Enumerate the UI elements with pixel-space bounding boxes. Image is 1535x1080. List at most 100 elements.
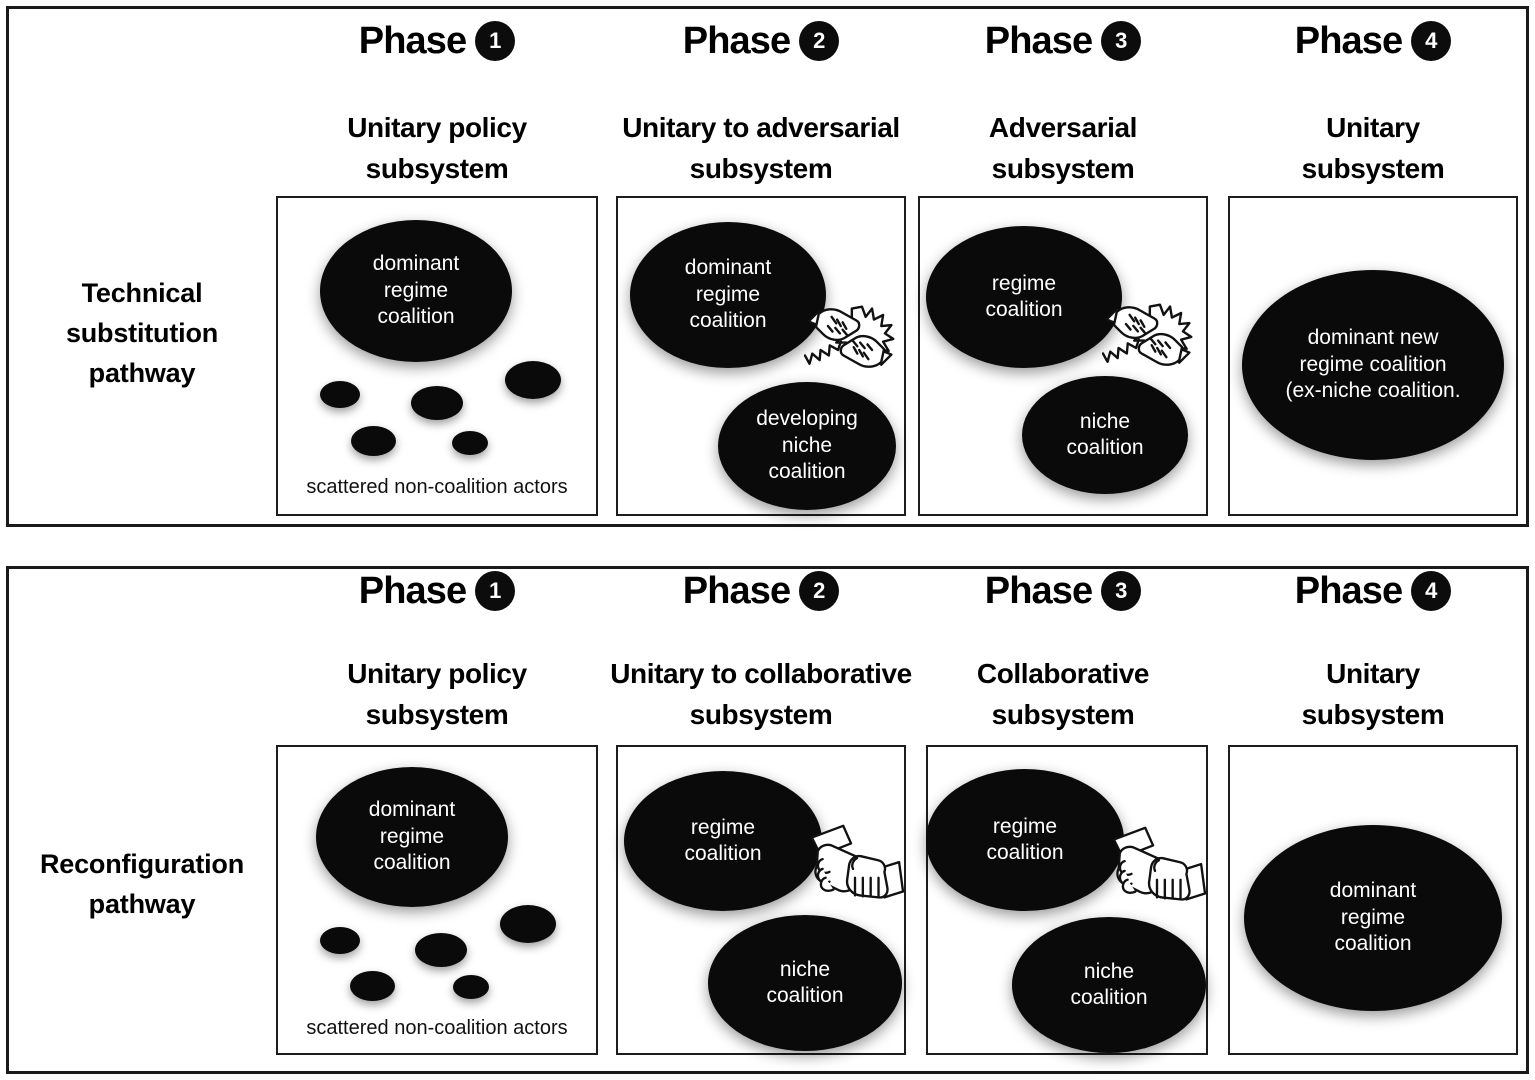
scatter-actor-dot xyxy=(350,971,395,1001)
scatter-actor-dot xyxy=(453,975,489,999)
phase-number-badge: 3 xyxy=(1101,571,1142,611)
phase-header-r0-p4: Phase 4 xyxy=(1228,12,1518,70)
phase-number-badge: 2 xyxy=(799,21,840,61)
phase-number-badge: 2 xyxy=(799,571,840,611)
dominant-regime-coalition-blob: dominant regime coalition xyxy=(1244,825,1502,1011)
subsystem-title-line: subsystem xyxy=(991,152,1135,184)
scatter-actor-dot xyxy=(500,905,556,943)
blob-line: regime xyxy=(1340,905,1406,929)
blob-line: regime xyxy=(383,278,449,302)
blob-line: regime xyxy=(991,271,1057,295)
scatter-actor-dot xyxy=(452,431,488,455)
phase-number-badge: 1 xyxy=(475,571,516,611)
phase-header-r1-p4: Phase 4 xyxy=(1228,562,1518,620)
panel-r0-p3: regime coalition niche coalition xyxy=(918,196,1208,516)
phase-header-r0-p3: Phase 3 xyxy=(918,12,1208,70)
subsystem-title-r0-p3: Adversarial subsystem xyxy=(918,108,1208,189)
phase-column-r1-p4: Phase 4 Unitary subsystem xyxy=(1228,562,1518,742)
blob-line: coalition xyxy=(985,298,1063,321)
panel-r0-p2: dominant regime coalition developing nic… xyxy=(616,196,906,516)
phase-header-r1-p3: Phase 3 xyxy=(918,562,1208,620)
blob-line: regime xyxy=(379,824,445,848)
subsystem-title-line: subsystem xyxy=(689,698,833,730)
subsystem-title-line: Adversarial xyxy=(988,112,1138,143)
phase-word-label: Phase xyxy=(984,570,1093,612)
phase-word-label: Phase xyxy=(1294,570,1403,612)
subsystem-title-line: subsystem xyxy=(1301,698,1445,730)
scatter-actor-dot xyxy=(415,933,467,967)
blob-line: regime coalition xyxy=(1299,352,1447,376)
subsystem-title-r1-p4: Unitary subsystem xyxy=(1228,654,1518,735)
subsystem-title-r1-p3: Collaborative subsystem xyxy=(918,654,1208,735)
blob-line: coalition xyxy=(1334,932,1412,956)
subsystem-title-r1-p2: Unitary to collaborative subsystem xyxy=(587,654,935,735)
phase-number-badge: 1 xyxy=(475,21,516,61)
blob-line: coalition xyxy=(1070,986,1148,1009)
row-label-technical-substitution-pathway: Technical substitution pathway xyxy=(14,274,270,394)
dominant-new-regime-coalition-blob: dominant new regime coalition (ex-niche … xyxy=(1242,270,1504,460)
phase-word-label: Phase xyxy=(984,20,1093,62)
regime-coalition-blob: regime coalition xyxy=(926,226,1122,368)
blob-line: coalition xyxy=(373,851,451,875)
phase-column-r0-p3: Phase 3 Adversarial subsystem xyxy=(918,12,1208,192)
phase-header-r1-p2: Phase 2 xyxy=(608,562,914,620)
blob-line: coalition xyxy=(768,460,846,484)
blob-line: coalition xyxy=(986,841,1064,864)
phase-word-label: Phase xyxy=(682,570,791,612)
blob-line: coalition xyxy=(689,309,767,333)
subsystem-title-line: subsystem xyxy=(365,698,509,730)
phase-header-r1-p1: Phase 1 xyxy=(276,562,598,620)
phase-number-badge: 4 xyxy=(1411,21,1452,61)
scatter-actor-dot xyxy=(351,426,396,456)
dominant-regime-coalition-blob: dominant regime coalition xyxy=(316,767,508,907)
subsystem-title-line: Unitary policy xyxy=(347,658,527,689)
subsystem-title-line: subsystem xyxy=(365,152,509,184)
subsystem-title-r0-p1: Unitary policy subsystem xyxy=(276,108,598,189)
phase-column-r1-p3: Phase 3 Collaborative subsystem xyxy=(918,562,1208,742)
phase-header-r0-p2: Phase 2 xyxy=(608,12,914,70)
subsystem-title-line: subsystem xyxy=(991,698,1135,730)
niche-coalition-blob: niche coalition xyxy=(1012,917,1206,1053)
phase-header-r0-p1: Phase 1 xyxy=(276,12,598,70)
panel-r1-p4: dominant regime coalition xyxy=(1228,745,1518,1055)
phase-column-r1-p1: Phase 1 Unitary policy subsystem xyxy=(276,562,598,742)
subsystem-title-line: Unitary xyxy=(1326,658,1420,689)
panel-r0-p1: dominant regime coalition scattered non-… xyxy=(276,196,598,516)
phase-word-label: Phase xyxy=(358,20,467,62)
blob-line: dominant xyxy=(1329,879,1417,903)
blob-line: coalition xyxy=(684,842,762,865)
blob-line: dominant xyxy=(372,252,460,276)
dominant-regime-coalition-blob: dominant regime coalition xyxy=(630,222,826,368)
blob-line: niche xyxy=(1083,959,1135,983)
blob-line: developing xyxy=(756,407,858,431)
panel-r0-p4: dominant new regime coalition (ex-niche … xyxy=(1228,196,1518,516)
scattered-actors-caption-r1-p1: scattered non-coalition actors xyxy=(306,1017,568,1039)
blob-line: coalition xyxy=(377,305,455,329)
subsystem-title-line: Unitary to adversarial xyxy=(622,112,900,143)
regime-coalition-blob: regime coalition xyxy=(624,771,822,911)
subsystem-title-line: subsystem xyxy=(689,152,833,184)
scatter-actor-dot xyxy=(320,381,360,408)
phase-word-label: Phase xyxy=(1294,20,1403,62)
regime-coalition-blob: regime coalition xyxy=(926,769,1124,911)
subsystem-title-line: Collaborative xyxy=(976,658,1150,689)
blob-line: dominant xyxy=(368,798,456,822)
blob-line: regime xyxy=(695,282,761,306)
blob-line: niche xyxy=(781,433,833,457)
subsystem-title-r0-p4: Unitary subsystem xyxy=(1228,108,1518,189)
phase-number-badge: 4 xyxy=(1411,571,1452,611)
scatter-actor-dot xyxy=(411,386,463,420)
blob-line: (ex-niche coalition. xyxy=(1285,379,1461,403)
scatter-actor-dot xyxy=(320,927,360,954)
clashing-fists-icon xyxy=(1102,290,1194,382)
blob-line: niche xyxy=(1079,409,1131,433)
row-label-line: substitution xyxy=(65,317,219,348)
phase-column-r1-p2: Phase 2 Unitary to collaborative subsyst… xyxy=(608,562,914,742)
row-label-line: Reconfiguration xyxy=(40,849,244,879)
dominant-regime-coalition-blob: dominant regime coalition xyxy=(320,220,512,362)
clashing-fists-icon xyxy=(804,292,896,384)
phase-word-label: Phase xyxy=(682,20,791,62)
panel-r1-p3: regime coalition niche coalition xyxy=(926,745,1208,1055)
phase-column-r0-p4: Phase 4 Unitary subsystem xyxy=(1228,12,1518,192)
